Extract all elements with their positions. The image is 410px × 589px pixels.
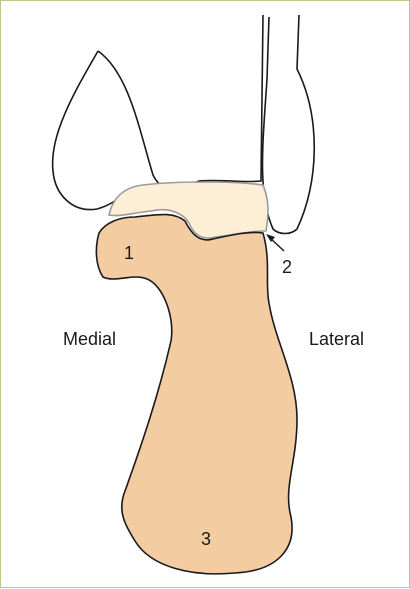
talus-bone bbox=[96, 215, 297, 574]
label-lateral: Lateral bbox=[309, 329, 364, 349]
tibia-malleolus-outline bbox=[53, 51, 125, 210]
label-3: 3 bbox=[201, 529, 211, 549]
fibula-outline bbox=[263, 15, 315, 234]
label-medial: Medial bbox=[63, 329, 116, 349]
tibia-outline bbox=[98, 15, 263, 189]
label-2: 2 bbox=[282, 257, 292, 277]
label-1: 1 bbox=[124, 243, 134, 263]
